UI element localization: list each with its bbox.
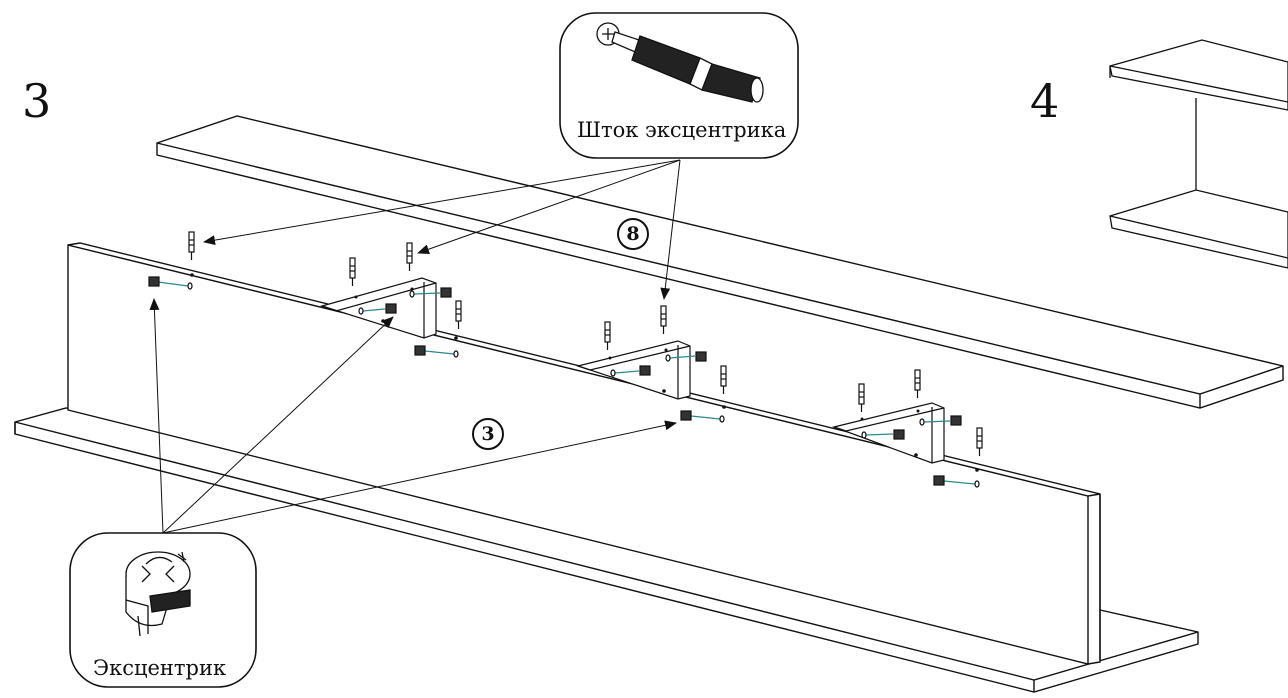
cam-bolt-7 — [720, 365, 727, 394]
cam-bolt-illustration — [596, 22, 764, 103]
cam-bolt-2 — [349, 257, 356, 286]
cam-lock-2 — [358, 303, 397, 315]
cam-bolt-5 — [604, 321, 611, 350]
cam-locks — [148, 276, 980, 488]
bolt-callout-arrows — [203, 159, 681, 300]
cam-bolt-3 — [406, 242, 413, 271]
step-number-next: 4 — [1030, 74, 1060, 128]
cam-bolt-label: Шток эксцентрика — [577, 118, 787, 142]
cam-bolt-9 — [914, 369, 921, 398]
divider-panel-2 — [575, 340, 691, 400]
cam-lock-callout — [69, 532, 257, 688]
cam-bolt-1 — [188, 231, 195, 260]
next-step-preview — [1109, 39, 1288, 269]
cam-lock-illustration — [125, 551, 191, 637]
cam-lock-9 — [919, 415, 962, 426]
cam-lock-7 — [680, 410, 725, 423]
cam-lock-8 — [861, 429, 905, 440]
cam-lock-1 — [148, 276, 193, 290]
cam-bolt-4 — [455, 300, 462, 329]
cam-bolts — [188, 231, 983, 456]
step-number-current: 3 — [22, 74, 52, 128]
cam-lock-5 — [610, 365, 651, 377]
cam-lock-4 — [414, 345, 459, 358]
cam-bolt-6 — [660, 305, 667, 334]
cam-bolt-callout — [559, 12, 799, 159]
cam-callout-arrows — [149, 298, 677, 534]
top-board — [156, 115, 1284, 409]
cam-lock-10 — [933, 475, 980, 488]
divider-panel-1 — [319, 277, 437, 339]
part-label-top-board: 8 — [617, 218, 649, 250]
cam-lock-label: Эксцентрик — [93, 656, 227, 680]
cam-bolt-10 — [976, 427, 983, 456]
divider-panel-3 — [831, 402, 945, 464]
cam-lock-6 — [665, 351, 707, 362]
part-label-back-board: 3 — [472, 418, 504, 450]
cam-lock-3 — [409, 287, 452, 298]
cam-bolt-8 — [858, 383, 865, 412]
